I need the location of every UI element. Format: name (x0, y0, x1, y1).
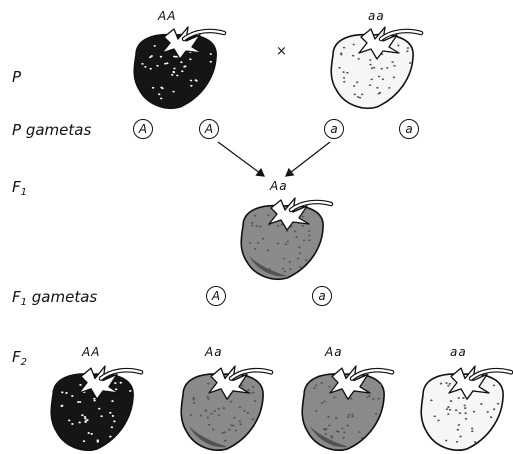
strawberry-f2-aa-dominant-icon (45, 364, 145, 452)
arrow-left (218, 142, 264, 176)
strawberry-f1-hybrid-icon (235, 196, 335, 281)
strawberry-f2-hybrid-2-icon (296, 364, 396, 452)
strawberry-f2-hybrid-1-icon (175, 364, 275, 452)
arrow-right (286, 142, 330, 176)
strawberry-p-recessive-icon (325, 25, 425, 110)
strawberry-p-dominant-icon (128, 25, 228, 110)
strawberry-f2-recessive-icon (415, 364, 513, 452)
